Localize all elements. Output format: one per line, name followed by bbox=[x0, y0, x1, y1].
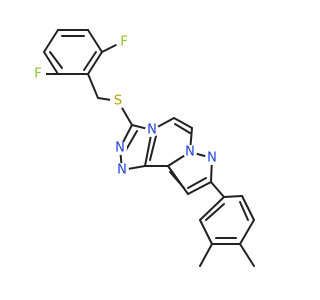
bond bbox=[241, 195, 255, 221]
bond bbox=[49, 51, 63, 69]
bond bbox=[87, 51, 103, 75]
sulfur-atom-label: S bbox=[114, 94, 122, 109]
bond bbox=[199, 219, 213, 245]
bond bbox=[187, 177, 207, 189]
bond bbox=[199, 196, 225, 221]
label-mask bbox=[183, 145, 197, 159]
fluorine-atom-label: F bbox=[120, 35, 127, 50]
label-mask bbox=[145, 123, 159, 137]
molecule-structure-drawing: F F S N N N N N bbox=[30, 29, 255, 267]
bond bbox=[210, 181, 225, 198]
nitrogen-atom-label: N bbox=[147, 123, 157, 138]
atom-labels: F F S N N N N N bbox=[30, 34, 219, 178]
bond bbox=[239, 243, 255, 267]
bond bbox=[83, 51, 97, 71]
bond bbox=[125, 130, 138, 151]
label-mask bbox=[115, 163, 129, 177]
bond bbox=[87, 73, 99, 99]
bond bbox=[149, 135, 157, 161]
bond bbox=[239, 219, 255, 245]
label-mask bbox=[205, 151, 219, 165]
bond bbox=[43, 51, 59, 75]
bond bbox=[187, 181, 212, 195]
fluorine-atom-label: F bbox=[34, 67, 41, 82]
nitrogen-atom-label: N bbox=[115, 141, 125, 156]
label-mask bbox=[116, 34, 132, 50]
nitrogen-atom-label: N bbox=[117, 163, 127, 178]
bond bbox=[205, 203, 225, 221]
label-mask bbox=[110, 93, 126, 109]
bond bbox=[223, 195, 243, 198]
bond bbox=[87, 29, 103, 53]
label-mask bbox=[30, 66, 46, 82]
bond bbox=[43, 29, 59, 53]
bond bbox=[239, 201, 249, 221]
nitrogen-atom-label: N bbox=[207, 151, 217, 166]
bond bbox=[174, 123, 191, 134]
bond bbox=[169, 171, 185, 189]
bond bbox=[101, 44, 117, 53]
nitrogen-atom-label: N bbox=[185, 145, 195, 160]
label-mask bbox=[113, 141, 127, 155]
bond-lines bbox=[43, 29, 255, 267]
bond bbox=[199, 243, 213, 267]
bond bbox=[173, 117, 193, 129]
